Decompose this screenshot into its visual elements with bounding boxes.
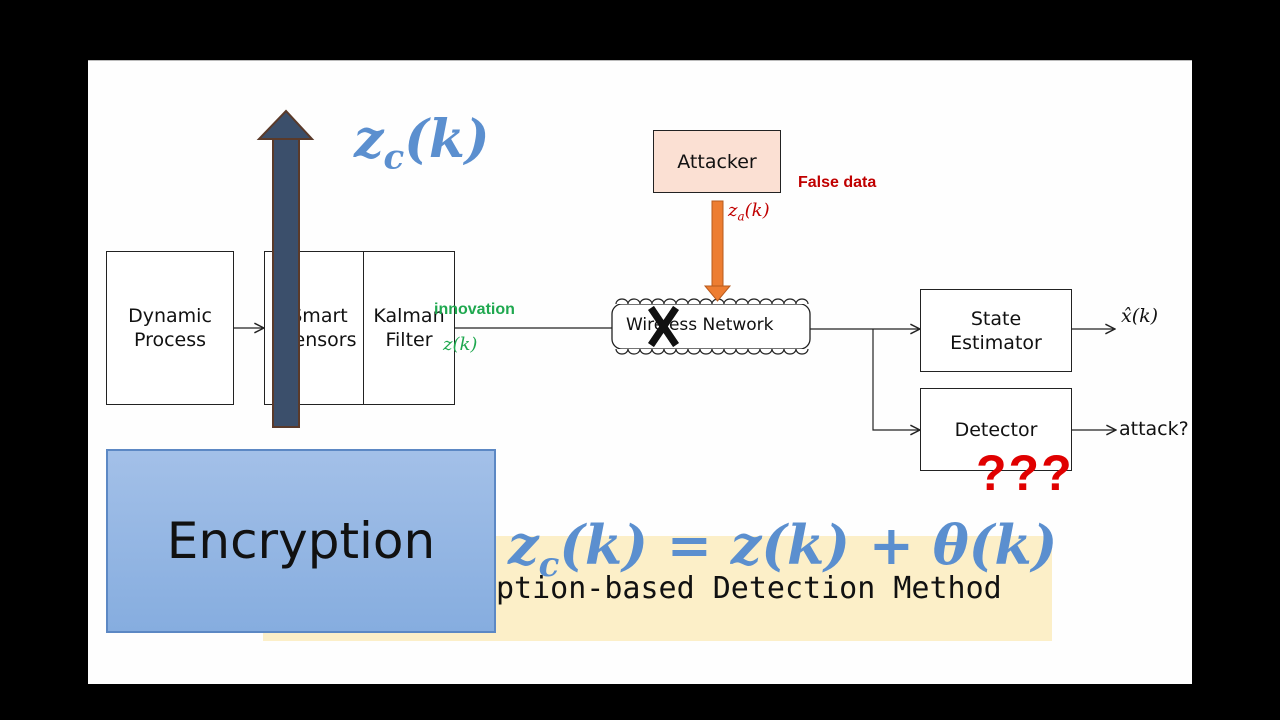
cloud-scallop	[627, 298, 641, 305]
za-tail: (k)	[744, 200, 770, 221]
estimate-x-hat: x̂(k)	[1121, 305, 1159, 327]
subtitle-text: ption-based Detection Method	[496, 571, 1002, 606]
cloud-scallop	[627, 348, 641, 355]
zc-main: z	[354, 109, 384, 170]
detector-block: Detector	[920, 388, 1072, 471]
encryption-equation: zc(k) = z(k) + θ(k)	[508, 513, 1057, 585]
smart-sensors-line1: Smart	[290, 305, 348, 327]
eq-lhs-main: z	[508, 513, 539, 577]
cloud-scallop	[639, 348, 653, 355]
za-main: z	[728, 200, 738, 221]
kalman-filter-line1: Kalman	[373, 305, 445, 327]
dynamic-process-line2: Process	[133, 329, 207, 351]
encryption-up-arrow	[256, 109, 315, 428]
cloud-scallop	[663, 348, 677, 355]
cloud-scallop	[663, 298, 677, 305]
innovation-z-k: z(k)	[443, 334, 478, 355]
cloud-scallop	[687, 348, 701, 355]
innovation-label: innovation	[434, 301, 515, 318]
line-branch-to-detector	[872, 329, 920, 430]
smart-sensors-line2: Sensors	[281, 329, 357, 351]
state-estimator-line2: Estimator	[950, 331, 1042, 354]
false-data-arrow	[703, 200, 732, 302]
kalman-filter-block: Kalman Filter	[363, 251, 455, 405]
question-marks: ???	[976, 445, 1074, 501]
encrypted-signal-zc-k: zc(k)	[354, 109, 489, 177]
zc-sub: c	[383, 137, 405, 178]
attacker-block: Attacker	[653, 130, 781, 193]
cloud-scallop	[783, 298, 797, 305]
cloud-scallop	[687, 298, 701, 305]
cloud-scallop	[675, 348, 689, 355]
cloud-scallop	[747, 348, 761, 355]
cloud-scallop	[771, 298, 785, 305]
slide: Dynamic Process Smart Sensors Kalman Fil…	[88, 60, 1192, 684]
cloud-scallop	[735, 348, 749, 355]
eq-rest: (k) = z(k) + θ(k)	[559, 513, 1058, 577]
attacker-label: Attacker	[677, 150, 757, 173]
cloud-scallop	[735, 298, 749, 305]
cloud-scallop	[675, 298, 689, 305]
cloud-scallop	[795, 298, 809, 305]
cloud-scallop	[699, 298, 713, 305]
cloud-scallop	[651, 298, 665, 305]
zc-tail: (k)	[404, 109, 490, 170]
encryption-label: Encryption	[166, 512, 436, 570]
cloud-scallop	[723, 298, 737, 305]
detector-label: Detector	[954, 418, 1038, 441]
dynamic-process-block: Dynamic Process	[106, 251, 234, 405]
cloud-scallop	[783, 348, 797, 355]
cloud-scallop	[759, 348, 773, 355]
attack-signal-za-k: za(k)	[728, 200, 770, 224]
state-estimator-line1: State	[970, 307, 1022, 330]
cloud-scallop	[795, 348, 809, 355]
eq-lhs-sub: c	[538, 544, 560, 585]
cloud-scallop	[651, 348, 665, 355]
za-sub: a	[737, 209, 745, 224]
cloud-scallop	[639, 298, 653, 305]
cloud-scallop	[759, 298, 773, 305]
cloud-scallop	[771, 348, 785, 355]
cloud-scallop	[723, 348, 737, 355]
attack-output-label: attack?	[1119, 418, 1189, 440]
cloud-scallop	[615, 348, 629, 355]
cloud-scallop	[711, 348, 725, 355]
wireless-network-label: Wireless Network	[626, 315, 774, 335]
cloud-scallop	[615, 298, 629, 305]
cloud-scallop	[699, 348, 713, 355]
kalman-filter-line2: Filter	[385, 329, 433, 351]
cloud-scallop	[747, 298, 761, 305]
false-data-label: False data	[798, 174, 877, 191]
state-estimator-block: State Estimator	[920, 289, 1072, 372]
encryption-block: Encryption	[106, 449, 496, 633]
dynamic-process-line1: Dynamic	[128, 305, 212, 327]
